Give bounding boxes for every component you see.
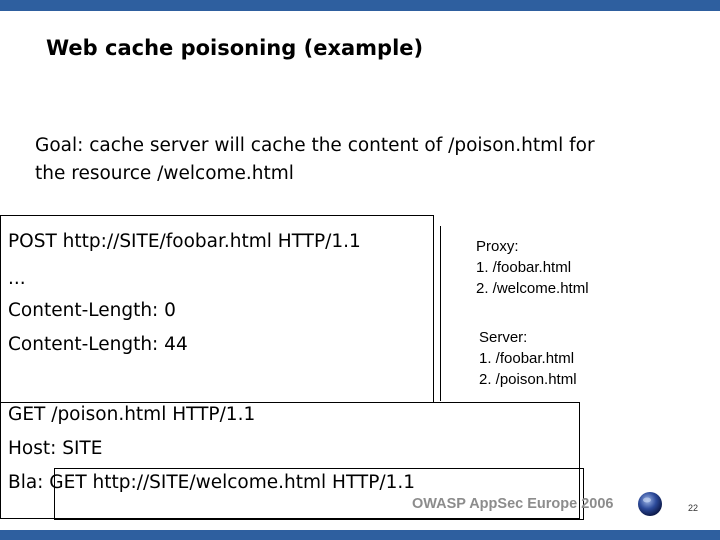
post-line-2: ...: [8, 268, 26, 289]
get-line-2: Host: SITE: [8, 438, 103, 459]
bottom-accent-bar: [0, 530, 720, 540]
top-accent-bar: [0, 0, 720, 11]
get-line-3-smuggled: GET http://SITE/welcome.html HTTP/1.1: [49, 472, 416, 493]
goal-line-1: Goal: cache server will cache the conten…: [35, 135, 595, 156]
smuggled-request-box: [54, 468, 584, 520]
server-label: Server:: [479, 329, 528, 346]
goal-text: Goal: cache server will cache the conten…: [35, 132, 685, 188]
post-request-box-shadow: [0, 226, 441, 401]
server-item-1: 1. /foobar.html: [479, 350, 575, 367]
get-request-box: [0, 402, 580, 519]
server-item-2: 2. /poison.html: [479, 371, 577, 388]
proxy-label: Proxy:: [476, 238, 519, 255]
goal-line-2: the resource /welcome.html: [35, 163, 294, 184]
post-request-box: [0, 215, 434, 403]
page-number: 22: [688, 503, 699, 513]
owasp-globe-icon: [638, 492, 662, 516]
server-info: Server: 1. /foobar.html 2. /poison.html: [479, 327, 577, 390]
get-line-3: Bla: GET http://SITE/welcome.html HTTP/1…: [8, 472, 415, 493]
post-line-1: POST http://SITE/foobar.html HTTP/1.1: [8, 231, 361, 252]
proxy-item-1: 1. /foobar.html: [476, 259, 572, 276]
conference-footer: OWASP AppSec Europe 2006: [412, 496, 614, 512]
proxy-item-2: 2. /welcome.html: [476, 280, 589, 297]
get-line-3-prefix: Bla:: [8, 472, 50, 493]
proxy-info: Proxy: 1. /foobar.html 2. /welcome.html: [476, 236, 589, 299]
slide-title: Web cache poisoning (example): [46, 36, 424, 60]
post-line-3: Content-Length: 0: [8, 300, 176, 321]
post-line-4: Content-Length: 44: [8, 334, 188, 355]
get-line-1: GET /poison.html HTTP/1.1: [8, 404, 256, 425]
